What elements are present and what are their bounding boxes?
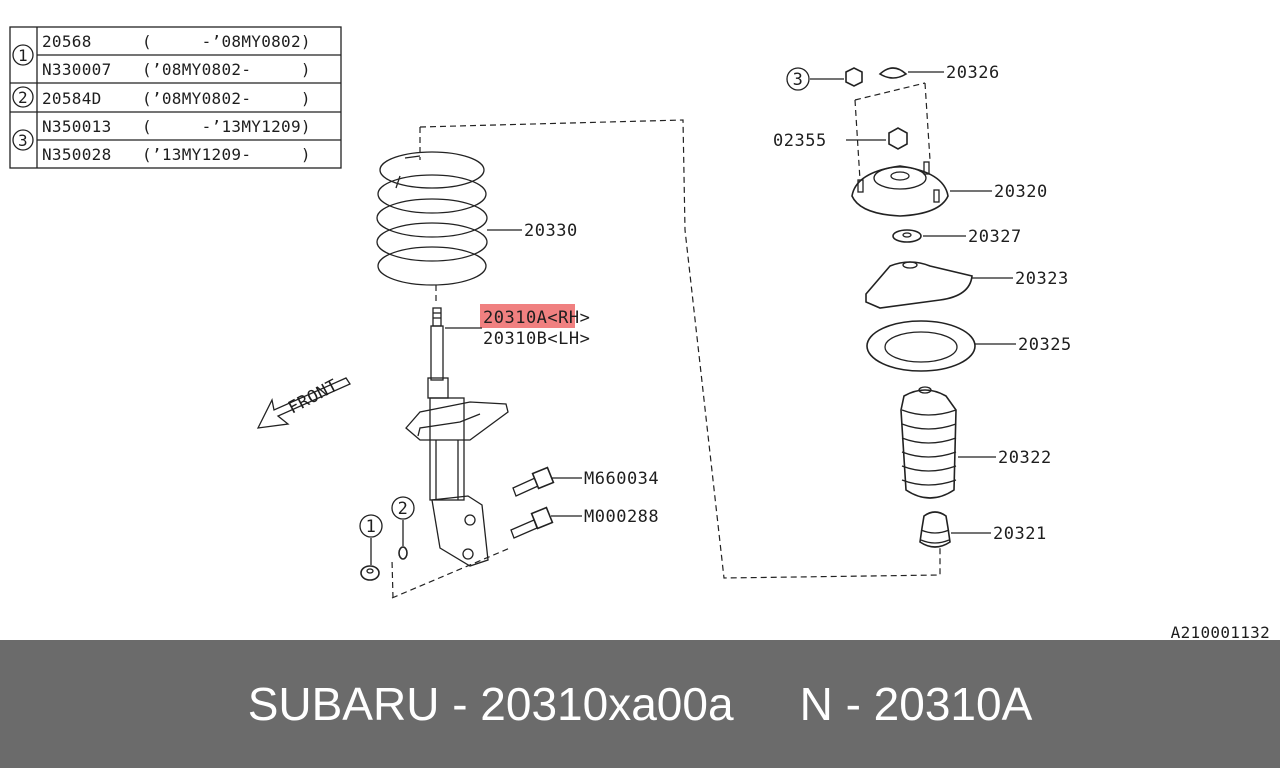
table-row-part: 20584D	[42, 89, 102, 108]
label-spring: 20330	[524, 221, 578, 241]
footer-bar: SUBARU - 20310xa00a N - 20310A	[0, 640, 1280, 768]
footer-oem-number: N - 20310A	[799, 678, 1033, 730]
label-bolt-lower: M000288	[584, 507, 659, 527]
table-marker-2-circle	[12, 86, 34, 108]
label-washer: 20327	[968, 227, 1022, 247]
fastener-guide	[391, 547, 511, 599]
callout-2: 2	[398, 499, 409, 519]
table-row-part: N350013	[42, 117, 112, 136]
label-spring-pad: 20325	[1018, 335, 1072, 355]
table-row-part: N330007	[42, 60, 112, 79]
diagram-id: A210001132	[1171, 623, 1270, 640]
footer-part-number: SUBARU - 20310xa00a	[247, 678, 734, 730]
callout-3-circle	[786, 67, 810, 91]
table-row-range: ( -’13MY1209)	[142, 117, 311, 136]
bolt-lower[interactable]	[510, 506, 554, 539]
table-row-range: (’13MY1209- )	[142, 145, 311, 164]
callout-1-circle	[359, 514, 383, 538]
upper-nut-small[interactable]	[845, 67, 863, 87]
label-nut: 02355	[773, 131, 827, 151]
bolt-upper[interactable]	[512, 466, 555, 497]
table-row-range: ( -’08MY0802)	[142, 32, 311, 51]
parts-diagram: 1 2 3 20568 ( -’08MY0802) N330007 (’08MY…	[9, 26, 1270, 642]
center-nut[interactable]	[888, 127, 908, 150]
strut-mount[interactable]	[851, 161, 949, 217]
lower-washer[interactable]	[398, 546, 408, 560]
washer[interactable]	[892, 229, 922, 243]
callout-1: 1	[366, 517, 377, 537]
table-marker-3-circle	[12, 129, 34, 151]
assembly-boundary	[419, 119, 941, 579]
table-marker-1-circle	[12, 44, 34, 66]
dust-boot[interactable]	[900, 386, 957, 499]
applicability-table: 1 2 3 20568 ( -’08MY0802) N330007 (’08MY…	[9, 26, 342, 169]
bump-stop[interactable]	[919, 511, 951, 548]
table-row-part: 20568	[42, 32, 92, 51]
cap[interactable]	[878, 67, 908, 79]
upper-spring-seat[interactable]	[865, 261, 973, 309]
highlight-box	[480, 304, 575, 328]
table-marker-2: 2	[18, 88, 28, 107]
spring-pad[interactable]	[866, 320, 976, 372]
front-label: FRONT	[285, 376, 342, 419]
strut-assembly[interactable]	[405, 307, 509, 567]
label-strut-rh[interactable]: 20310A<RH>	[483, 308, 590, 328]
diagram-canvas: 1 2 3 20568 ( -’08MY0802) N330007 (’08MY…	[9, 26, 1270, 642]
front-arrow-icon	[256, 377, 351, 429]
callout-3: 3	[793, 70, 804, 90]
table-marker-1: 1	[18, 46, 28, 65]
label-cap: 20326	[946, 63, 1000, 83]
table-marker-3: 3	[18, 131, 28, 150]
label-bump-stop: 20321	[993, 524, 1047, 544]
label-bolt-upper: M660034	[584, 469, 659, 489]
label-mount: 20320	[994, 182, 1048, 202]
coil-spring[interactable]	[376, 151, 488, 286]
table-row-range: (’08MY0802- )	[142, 89, 311, 108]
table-row-part: N350028	[42, 145, 112, 164]
callout-2-circle	[391, 496, 415, 520]
label-dust-boot: 20322	[998, 448, 1052, 468]
lower-nut[interactable]	[360, 565, 380, 581]
label-strut-lh[interactable]: 20310B<LH>	[483, 329, 590, 349]
label-upper-seat: 20323	[1015, 269, 1069, 289]
table-row-range: (’08MY0802- )	[142, 60, 311, 79]
